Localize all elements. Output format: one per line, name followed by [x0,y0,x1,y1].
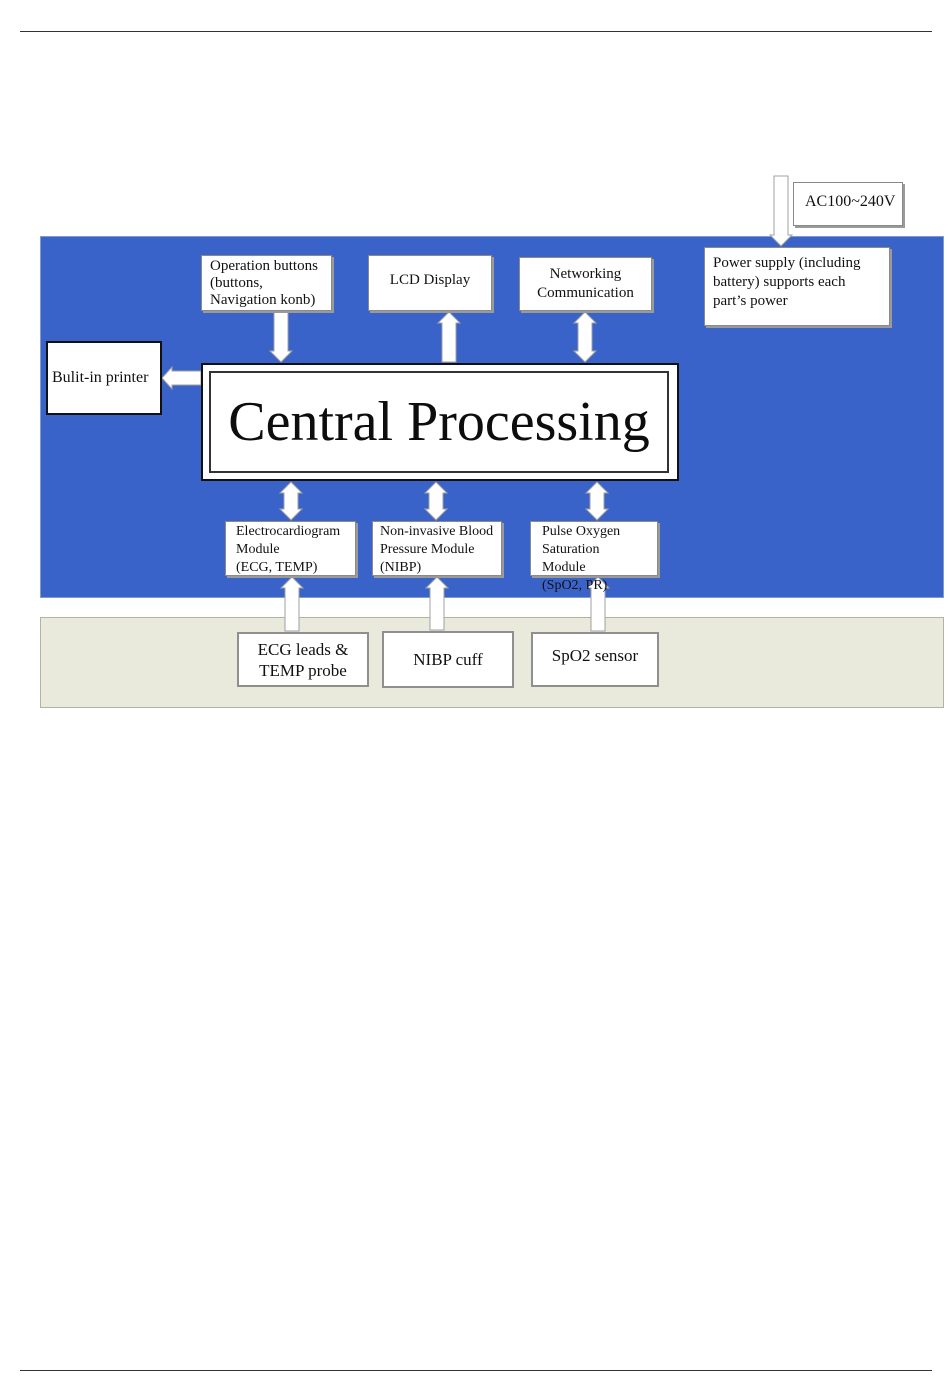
lcd-display-box: LCD Display [368,255,492,311]
central-processing-box: Central Processing [201,363,679,481]
operation-buttons-arrow [268,311,294,363]
top-rule [20,31,932,32]
ecg-sensor-arrow [279,576,305,632]
spo2-module-arrow [584,481,610,521]
spo2-sensor-arrow [585,576,611,632]
networking-communication-box: Networking Communication [519,257,652,311]
built-in-printer-box: Bulit-in printer [46,341,162,415]
operation-buttons-box: Operation buttons (buttons, Navigation k… [201,255,332,311]
arrow-layer [161,175,794,632]
nibp-module-arrow [423,481,449,521]
ac-power-label: AC100~240V [793,182,903,226]
spo2-module-box: Pulse Oxygen Saturation Module (SpO2, PR… [530,521,658,593]
bottom-rule [20,1370,932,1371]
ac-input-arrow [768,175,794,247]
lcd-display-arrow [436,311,462,363]
networking-arrow [572,311,598,363]
nibp-module-box: Non-invasive Blood Pressure Module (NIBP… [372,521,502,576]
printer-arrow [161,365,202,391]
power-supply-box: Power supply (including battery) support… [704,247,890,326]
spo2-sensor-box: SpO2 sensor [531,632,659,687]
ecg-leads-temp-probe-box: ECG leads & TEMP probe [237,632,369,687]
nibp-sensor-arrow [424,576,450,631]
nibp-cuff-box: NIBP cuff [382,631,514,688]
ecg-module-box: Electrocardiogram Module (ECG, TEMP) [225,521,356,576]
ecg-module-arrow [278,481,304,521]
central-processing-label: Central Processing [209,371,669,473]
